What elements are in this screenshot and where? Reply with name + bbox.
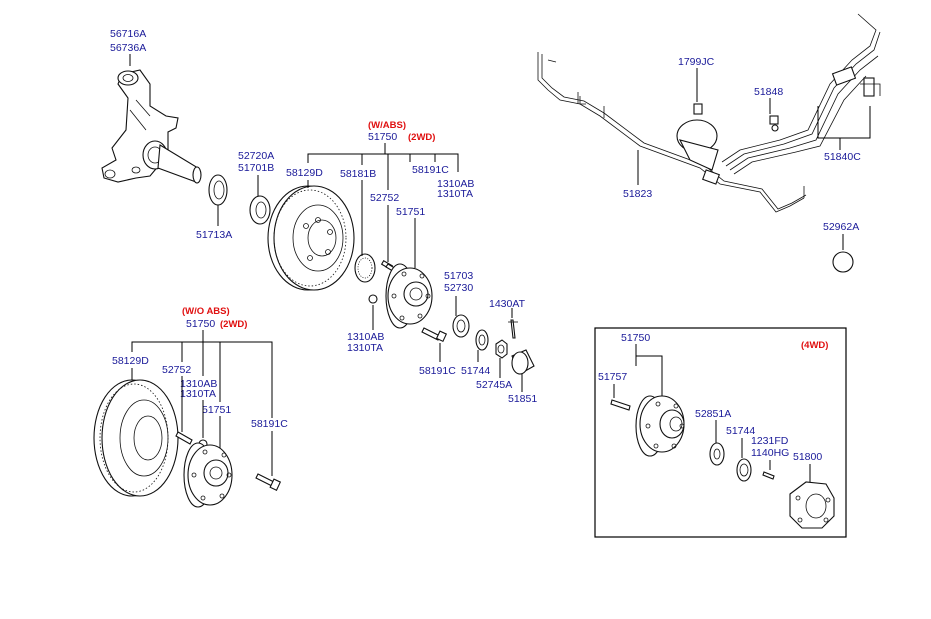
stud-4wd bbox=[610, 399, 631, 411]
label-hub-abs: 51750 bbox=[368, 131, 397, 143]
label-oring: 52962A bbox=[823, 221, 859, 233]
label-52752-abs: 52752 bbox=[370, 192, 399, 204]
label-51751-noabs: 51751 bbox=[202, 404, 231, 416]
label-52752-noabs: 52752 bbox=[162, 364, 191, 376]
washer-51744 bbox=[475, 329, 489, 351]
label-bolt-4wd-2: 1140HG bbox=[751, 447, 789, 459]
label-bolt-4wd-1: 1231FD bbox=[751, 435, 789, 447]
label-washer: 51744 bbox=[461, 365, 490, 377]
label-locking-hub: 51800 bbox=[793, 451, 822, 463]
hub-4wd bbox=[635, 395, 685, 457]
steering-knuckle bbox=[101, 69, 202, 184]
label-washer-4wd: 51744 bbox=[726, 425, 755, 437]
label-bolt-noabs: 58191C bbox=[251, 418, 288, 430]
tone-ring bbox=[354, 253, 376, 283]
hub-noabs bbox=[183, 442, 233, 508]
bolt-4wd bbox=[762, 471, 775, 480]
hub-cap bbox=[511, 349, 535, 375]
cotter-pin bbox=[508, 319, 518, 339]
label-seal-4wd: 52851A bbox=[695, 408, 731, 420]
label-woabs: (W/O ABS) bbox=[182, 306, 230, 317]
label-knuckle-2: 56736A bbox=[110, 42, 146, 54]
lock-nut bbox=[495, 339, 508, 359]
bolt-52752-noabs bbox=[175, 431, 193, 445]
label-bolt-abs: 58191C bbox=[412, 164, 449, 176]
label-seal-a: 52720A bbox=[238, 150, 274, 162]
clip-51848 bbox=[769, 115, 779, 132]
label-disc-noabs: 58129D bbox=[112, 355, 149, 367]
label-hub-noabs: 51750 bbox=[186, 318, 215, 330]
label-51751-abs: 51751 bbox=[396, 206, 425, 218]
label-hub-4wd: 51750 bbox=[621, 332, 650, 344]
hub-abs bbox=[385, 263, 433, 329]
label-nut-abs-2: 1310TA bbox=[347, 342, 383, 354]
4wd-box bbox=[594, 327, 847, 538]
label-knuckle-1: 56716A bbox=[110, 28, 146, 40]
label-seal-b: 51701B bbox=[238, 162, 274, 174]
locking-hub bbox=[789, 481, 835, 529]
o-ring bbox=[832, 251, 854, 273]
label-pin: 1430AT bbox=[489, 298, 526, 310]
bearing-51703 bbox=[452, 314, 470, 338]
label-stud-abs-2: 1310TA bbox=[437, 188, 473, 200]
label-cap: 51851 bbox=[508, 393, 537, 405]
brake-pipe-assembly bbox=[537, 13, 881, 213]
label-tone-ring: 58181B bbox=[340, 168, 376, 180]
label-bolt-lower-abs: 58191C bbox=[419, 365, 456, 377]
label-bearing-2: 52730 bbox=[444, 282, 473, 294]
brake-disc-noabs bbox=[93, 379, 179, 497]
abs-sensor bbox=[676, 103, 720, 185]
label-clip: 51848 bbox=[754, 86, 783, 98]
brake-disc-abs bbox=[267, 185, 355, 291]
label-disc-abs: 58129D bbox=[286, 167, 323, 179]
seal-4wd bbox=[709, 442, 725, 466]
bolt-58191C-noabs bbox=[255, 473, 282, 491]
oil-seal-51701B bbox=[249, 195, 271, 225]
label-hose-group: 51840C bbox=[824, 151, 861, 163]
label-stud-4wd: 51757 bbox=[598, 371, 627, 383]
label-nut-abs-1: 1310AB bbox=[347, 331, 384, 343]
label-bearing-1: 51703 bbox=[444, 270, 473, 282]
wheel-nut-abs bbox=[368, 294, 378, 304]
label-stud-noabs-1: 1310AB bbox=[180, 378, 217, 390]
label-hose-pipe: 51823 bbox=[623, 188, 652, 200]
label-wabs: (W/ABS) bbox=[368, 120, 406, 131]
oil-seal-51713A bbox=[208, 174, 228, 206]
label-sensor: 1799JC bbox=[678, 56, 715, 68]
label-stud-abs-1: 1310AB bbox=[437, 178, 474, 190]
label-4wd: (4WD) bbox=[801, 340, 828, 351]
bolt-58191C-abs bbox=[421, 327, 448, 343]
washer-4wd bbox=[736, 458, 752, 482]
label-nut-lock: 52745A bbox=[476, 379, 512, 391]
label-2wd-abs: (2WD) bbox=[408, 132, 435, 143]
label-stud-noabs-2: 1310TA bbox=[180, 388, 216, 400]
label-seal-c: 51713A bbox=[196, 229, 232, 241]
label-2wd-noabs: (2WD) bbox=[220, 319, 247, 330]
